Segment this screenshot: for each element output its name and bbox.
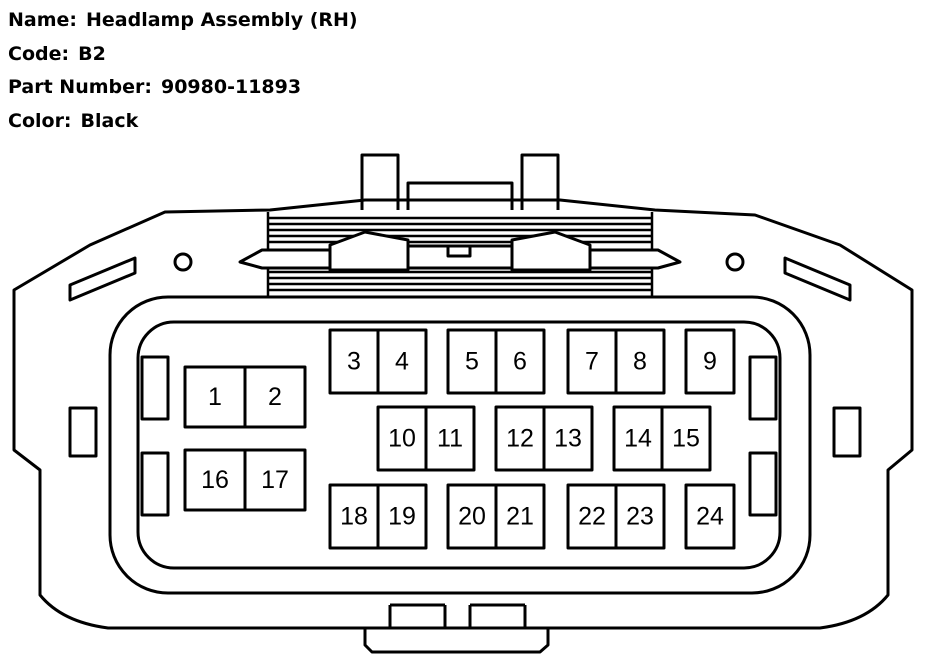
pin-cavity-6 bbox=[494, 328, 546, 395]
side-rib-left-b bbox=[140, 451, 170, 517]
pin-label-19: 19 bbox=[388, 503, 416, 531]
lock-top-block bbox=[406, 181, 514, 210]
slot-left bbox=[68, 256, 137, 302]
color-value: Black bbox=[80, 109, 139, 132]
pin-cavity-9 bbox=[684, 328, 736, 395]
pin-label-2: 2 bbox=[268, 383, 282, 411]
color-label: Color: bbox=[8, 109, 72, 132]
pin-label-21: 21 bbox=[506, 503, 534, 531]
pin-label-1: 1 bbox=[208, 383, 222, 411]
mating-face-inner bbox=[136, 320, 782, 570]
pin-label-14: 14 bbox=[624, 425, 652, 453]
pin-cavity-11 bbox=[424, 405, 476, 472]
part-number-label: Part Number: bbox=[8, 76, 152, 98]
mating-face-outer bbox=[108, 295, 812, 595]
pin-cavity-4 bbox=[376, 328, 428, 395]
pin-label-9: 9 bbox=[703, 348, 717, 376]
pin-label-6: 6 bbox=[513, 348, 527, 376]
pin-cavity-15 bbox=[660, 405, 712, 472]
pin-cavity-19 bbox=[376, 483, 428, 550]
bottom-tabs bbox=[363, 603, 550, 654]
pin-label-4: 4 bbox=[395, 348, 409, 376]
mount-hole-left bbox=[173, 252, 193, 272]
code-label: Code: bbox=[8, 42, 70, 65]
lock-tab-right bbox=[520, 153, 560, 210]
lock-tab-left bbox=[360, 153, 400, 210]
side-rib-left-a bbox=[140, 355, 170, 421]
slot-right bbox=[783, 256, 852, 302]
side-latch-right-upper bbox=[832, 406, 862, 458]
side-rib-right-a bbox=[748, 355, 778, 421]
latch-wedge-right bbox=[510, 230, 592, 272]
part-number-row: Part Number: 90980-11893 bbox=[8, 71, 367, 105]
pin-label-10: 10 bbox=[388, 425, 416, 453]
mount-hole-right bbox=[725, 252, 745, 272]
pin-label-15: 15 bbox=[672, 425, 700, 453]
side-rib-right-b bbox=[748, 451, 778, 517]
latch-notch bbox=[446, 244, 472, 258]
pin-cavity-23 bbox=[614, 483, 666, 550]
name-label: Name: bbox=[8, 9, 78, 31]
pin-label-23: 23 bbox=[626, 503, 654, 531]
pin-label-22: 22 bbox=[578, 503, 606, 531]
latch-wedge-left bbox=[328, 230, 410, 272]
pin-label-20: 20 bbox=[458, 503, 486, 531]
pin-label-3: 3 bbox=[347, 348, 361, 376]
pin-label-8: 8 bbox=[633, 348, 647, 376]
color-row: Color: Black bbox=[8, 105, 367, 139]
connector-info: Name: Headlamp Assembly (RH) Code: B2 Part… bbox=[8, 4, 367, 138]
pin-label-13: 13 bbox=[554, 425, 582, 453]
pin-label-11: 11 bbox=[437, 425, 463, 453]
pin-cavity-8 bbox=[614, 328, 666, 395]
name-row: Name: Headlamp Assembly (RH) bbox=[8, 4, 367, 38]
pin-cavity-13 bbox=[542, 405, 594, 472]
pin-label-7: 7 bbox=[585, 348, 599, 376]
connector-housing bbox=[12, 198, 914, 630]
latch-arm-left bbox=[238, 248, 332, 270]
side-latch-left-upper bbox=[68, 406, 98, 458]
part-number-value: 90980-11893 bbox=[160, 76, 302, 98]
pin-label-18: 18 bbox=[340, 503, 368, 531]
pin-label-5: 5 bbox=[465, 348, 479, 376]
pin-cavity-21 bbox=[494, 483, 546, 550]
pin-label-16: 16 bbox=[201, 466, 229, 494]
pin-label-24: 24 bbox=[696, 503, 724, 531]
pin-cavity-2 bbox=[243, 365, 307, 429]
name-value: Headlamp Assembly (RH) bbox=[86, 9, 358, 31]
pin-cavity-24 bbox=[684, 483, 736, 550]
latch-arm-right bbox=[588, 248, 682, 270]
pin-label-12: 12 bbox=[506, 425, 534, 453]
pin-label-17: 17 bbox=[261, 466, 289, 494]
pin-cavity-17 bbox=[243, 448, 307, 512]
code-row: Code: B2 bbox=[8, 38, 367, 72]
code-value: B2 bbox=[78, 42, 106, 65]
